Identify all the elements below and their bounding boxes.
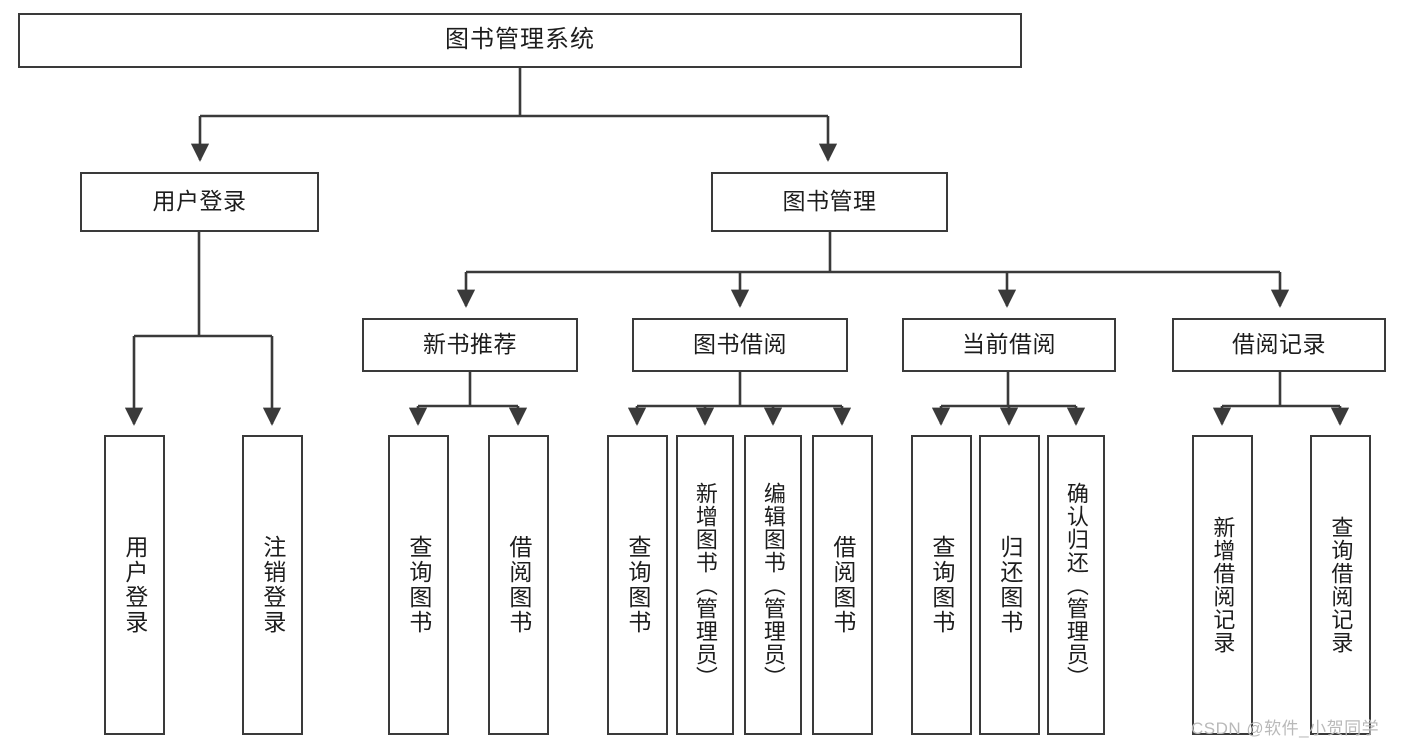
- node-label: 用户登录: [121, 535, 148, 635]
- node-book-borrow[interactable]: 图书借阅: [632, 318, 848, 372]
- node-label: 查询图书: [405, 535, 432, 635]
- leaf-user-login[interactable]: 用户登录: [104, 435, 165, 735]
- node-book-management[interactable]: 图书管理: [711, 172, 948, 232]
- leaf-query-book-borrow[interactable]: 查询图书: [607, 435, 668, 735]
- node-label: 查询图书: [624, 535, 651, 635]
- node-label: 借阅图书: [505, 535, 532, 635]
- node-label: 图书借阅: [693, 331, 787, 358]
- node-label: 图书管理系统: [445, 26, 595, 54]
- node-label: 归还图书: [996, 535, 1023, 635]
- node-current-borrow[interactable]: 当前借阅: [902, 318, 1116, 372]
- node-label: 图书管理: [782, 188, 877, 215]
- leaf-query-borrow-record[interactable]: 查询借阅记录: [1310, 435, 1371, 735]
- node-label: 编辑图书（管理员）: [760, 481, 786, 689]
- node-new-book-recommendation[interactable]: 新书推荐: [362, 318, 578, 372]
- node-user-login[interactable]: 用户登录: [80, 172, 319, 232]
- leaf-add-book-admin[interactable]: 新增图书（管理员）: [676, 435, 734, 735]
- node-label: 借阅图书: [829, 535, 856, 635]
- node-label: 新增图书（管理员）: [692, 481, 718, 689]
- csdn-watermark: CSDN @软件_小贺同学: [1191, 719, 1380, 738]
- leaf-logout[interactable]: 注销登录: [242, 435, 303, 735]
- node-label: 确认归还（管理员）: [1063, 481, 1089, 689]
- leaf-query-book-current[interactable]: 查询图书: [911, 435, 972, 735]
- node-label: 新书推荐: [423, 331, 517, 358]
- node-label: 查询借阅记录: [1328, 516, 1354, 654]
- leaf-borrow-book-recommendation[interactable]: 借阅图书: [488, 435, 549, 735]
- node-label: 查询图书: [928, 535, 955, 635]
- leaf-confirm-return-admin[interactable]: 确认归还（管理员）: [1047, 435, 1105, 735]
- node-label: 借阅记录: [1232, 331, 1326, 358]
- leaf-borrow-book[interactable]: 借阅图书: [812, 435, 873, 735]
- node-label: 当前借阅: [962, 331, 1056, 358]
- leaf-query-book-recommendation[interactable]: 查询图书: [388, 435, 449, 735]
- node-label: 用户登录: [152, 188, 247, 215]
- node-borrow-records[interactable]: 借阅记录: [1172, 318, 1386, 372]
- node-root-system[interactable]: 图书管理系统: [18, 13, 1022, 68]
- leaf-return-book[interactable]: 归还图书: [979, 435, 1040, 735]
- node-label: 新增借阅记录: [1210, 516, 1236, 654]
- leaf-add-borrow-record[interactable]: 新增借阅记录: [1192, 435, 1253, 735]
- node-label: 注销登录: [259, 535, 286, 635]
- leaf-edit-book-admin[interactable]: 编辑图书（管理员）: [744, 435, 802, 735]
